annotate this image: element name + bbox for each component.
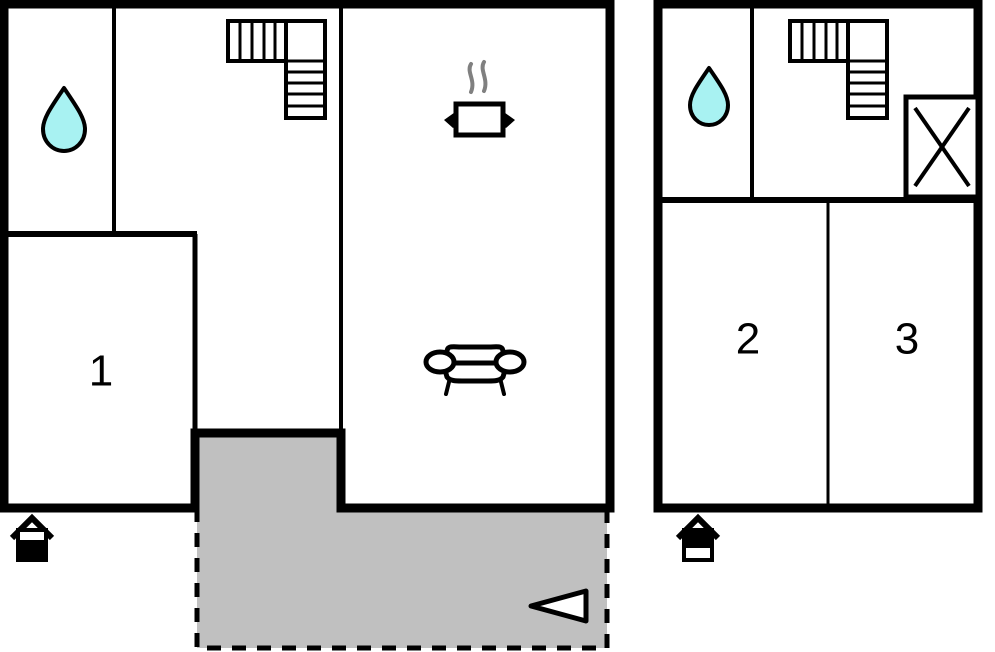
left-building[interactable]: 1 [0,0,615,513]
direction-arrow-icon [528,588,589,624]
closet-x-icon [903,94,981,200]
cooking-pot-icon [444,60,515,138]
room-label-1: 1 [89,347,113,396]
terrace-fill [197,437,607,648]
water-drop-icon [41,86,87,153]
sofa-icon [423,344,527,396]
right-building[interactable]: 2 3 [653,0,983,513]
terrace-group[interactable] [194,437,610,651]
staircase-icon [788,19,889,120]
water-drop-icon [688,66,730,127]
entrance-icon-right [675,513,721,562]
room-label-2: 2 [736,315,760,364]
entrance-icon-left [9,513,55,562]
room-label-3: 3 [895,315,919,364]
staircase-icon [226,19,327,120]
